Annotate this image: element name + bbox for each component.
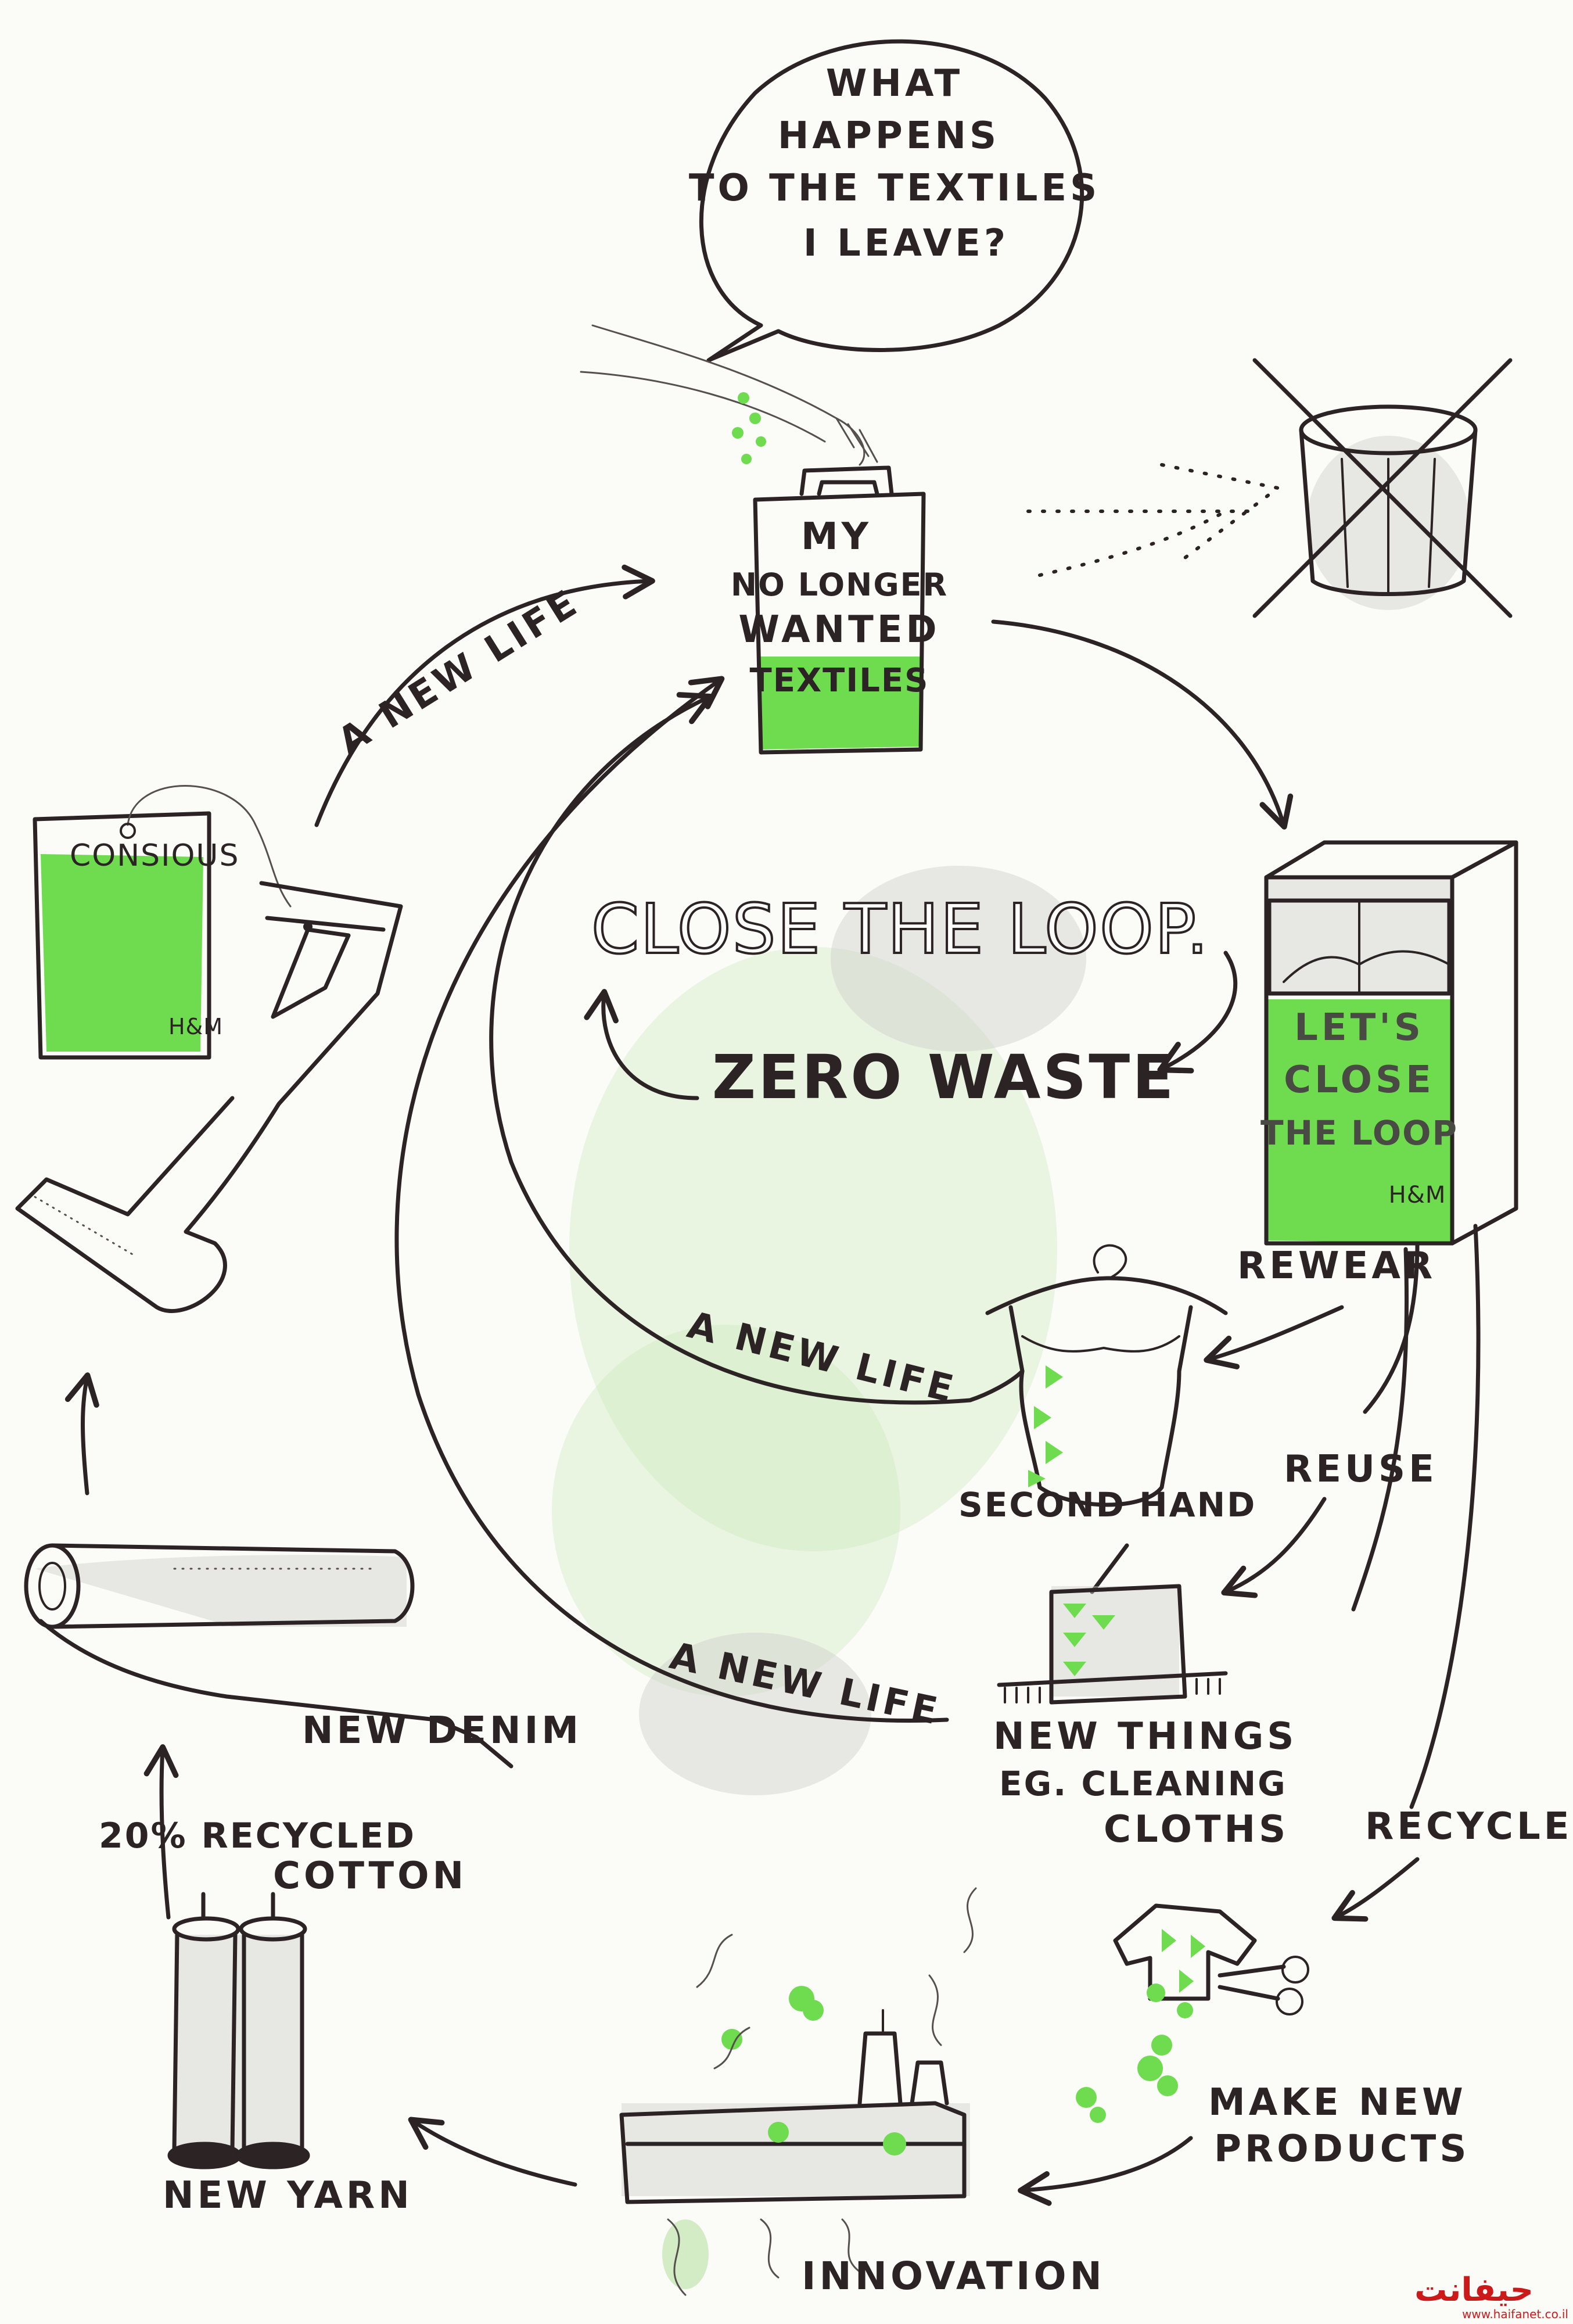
- hand-illustration: [580, 324, 878, 466]
- watermark-arabic: حيفانت: [1414, 2271, 1534, 2309]
- arrow-make-new-products: [1018, 2136, 1193, 2206]
- bag-line-2: NO LONGER: [731, 566, 948, 603]
- new-life-loop-arrow-mid: [489, 692, 972, 1405]
- box-line-2: CLOSE: [1284, 1059, 1435, 1102]
- arrow-yarn-to-denim: [143, 1744, 179, 1920]
- bag-line-3: WANTED: [738, 608, 940, 651]
- arrow-denim-to-jeans: [64, 1372, 99, 1495]
- rewear-label: REWEAR: [1237, 1245, 1436, 1287]
- arrow-bag-to-box: [991, 619, 1294, 830]
- close-the-loop-title: CLOSE THE LOOP.: [591, 889, 1209, 969]
- arrow-innovation-to-yarn: [408, 2117, 577, 2187]
- conscious-tag-jeans: CONSIOUS H&M: [15, 785, 403, 1313]
- dotted-arrow: [1026, 463, 1283, 577]
- yarn-spools: [167, 1892, 310, 2169]
- reuse-label: REUSE: [1284, 1448, 1438, 1491]
- tag-brand: H&M: [168, 1014, 223, 1039]
- line-second-hand: [968, 1369, 1025, 1403]
- title-arrow-left: [584, 989, 699, 1100]
- arrow-reuse: [1221, 1497, 1327, 1598]
- box-line-1: LET'S: [1294, 1006, 1424, 1049]
- second-hand-label: SECOND HAND: [958, 1485, 1256, 1525]
- bag-line-4: TEXTILES: [750, 662, 929, 700]
- new-life-label-top: A NEW LIFE: [331, 581, 587, 763]
- make-new-line-2: PRODUCTS: [1214, 2128, 1470, 2171]
- scissors-shirt: [1113, 1903, 1309, 2056]
- new-things-line-2: EG. CLEANING: [999, 1764, 1287, 1803]
- green-pieces: [1076, 2056, 1178, 2123]
- innovation-label: INNOVATION: [802, 2254, 1105, 2298]
- center-title: CLOSE THE LOOP. ZERO WASTE: [584, 888, 1238, 1113]
- speech-bubble: WHAT HAPPENS TO THE TEXTILES I LEAVE?: [689, 39, 1100, 363]
- textile-bag: MY NO LONGER WANTED TEXTILES: [731, 465, 948, 755]
- second-hand-top: [985, 1244, 1228, 1507]
- arrow-rewear: [1204, 1305, 1344, 1369]
- line-reuse: [1351, 1247, 1409, 1612]
- new-things-line-1: NEW THINGS: [993, 1715, 1297, 1758]
- watermark-url: www.haifanet.co.il: [1462, 2307, 1568, 2321]
- bubble-line-4: I LEAVE?: [803, 222, 1009, 265]
- cleaning-brush: [997, 1543, 1228, 1705]
- recycled-cotton-line-1: 20% RECYCLED: [99, 1816, 416, 1856]
- bubble-line-2: HAPPENS: [778, 114, 1000, 157]
- crossed-trash-bin-icon: [1252, 358, 1513, 618]
- make-new-line-1: MAKE NEW: [1208, 2081, 1467, 2124]
- box-brand: H&M: [1389, 1182, 1446, 1208]
- recycle-label: RECYCLE: [1365, 1805, 1573, 1848]
- arrow-recycle: [1331, 1857, 1420, 1922]
- new-life-loop-arrow-low: [394, 676, 949, 1723]
- box-line-3: THE LOOP: [1260, 1113, 1458, 1153]
- recycled-cotton-line-2: COTTON: [273, 1855, 467, 1898]
- title-arrow-right: [1157, 951, 1238, 1074]
- new-yarn-label: NEW YARN: [163, 2174, 413, 2217]
- tag-text: CONSIOUS: [70, 838, 239, 873]
- bubble-line-1: WHAT: [826, 62, 963, 105]
- new-things-line-3: CLOTHS: [1104, 1808, 1289, 1851]
- line-recycle: [1409, 1224, 1481, 1809]
- innovation-machine: [619, 1887, 977, 2296]
- zero-waste-title: ZERO WASTE: [712, 1042, 1176, 1113]
- arrow-jeans-to-bag: [314, 564, 655, 827]
- new-denim-label: NEW DENIM: [302, 1709, 582, 1752]
- bag-line-1: MY: [801, 515, 872, 558]
- denim-roll: [24, 1543, 513, 1769]
- collection-box: LET'S CLOSE THE LOOP H&M: [1260, 840, 1518, 1246]
- bubble-line-3: TO THE TEXTILES: [689, 167, 1100, 210]
